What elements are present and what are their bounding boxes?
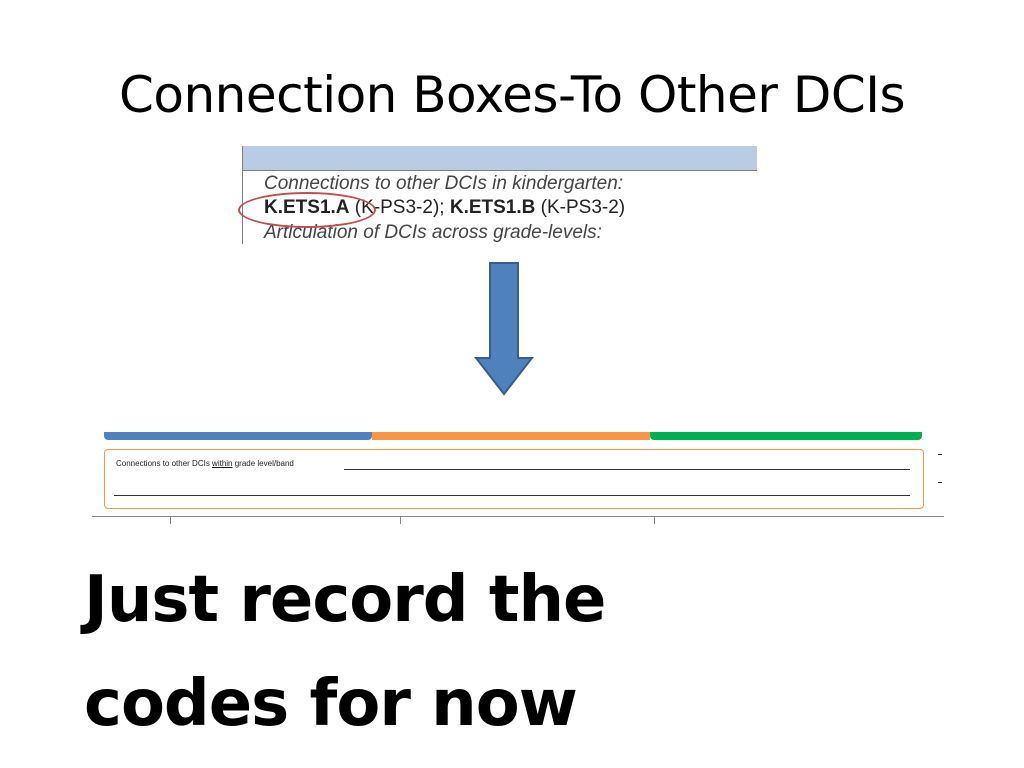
tagline: Just record the codes for now xyxy=(84,548,784,756)
orange-tab-bar xyxy=(372,432,650,440)
connections-box xyxy=(104,449,924,509)
connections-label: Connections to other DCIs within grade l… xyxy=(116,459,294,468)
margin-dash xyxy=(938,482,942,483)
down-arrow-icon xyxy=(474,262,534,396)
ref-1: (K-PS3-2); xyxy=(349,197,450,218)
slide-title: Connection Boxes-To Other DCIs xyxy=(118,66,906,124)
highlight-circle xyxy=(238,192,376,228)
cell-divider xyxy=(654,516,655,524)
green-tab-bar xyxy=(650,432,922,440)
cell-divider xyxy=(170,516,171,524)
header-band xyxy=(242,146,757,171)
connections-heading: Connections to other DCIs in kindergarte… xyxy=(264,173,624,194)
tagline-line-1: Just record the xyxy=(84,563,606,637)
code-ets1b: K.ETS1.B xyxy=(449,197,536,218)
standards-excerpt-top: Connections to other DCIs in kindergarte… xyxy=(222,146,757,244)
write-line-1 xyxy=(344,469,910,470)
next-row-border xyxy=(92,516,944,517)
write-line-2 xyxy=(114,495,910,496)
articulation-heading: Articulation of DCIs across grade-levels… xyxy=(264,222,602,243)
margin-dash xyxy=(938,454,942,455)
tagline-line-2: codes for now xyxy=(84,667,578,741)
blue-tab-bar xyxy=(104,432,372,440)
cell-divider xyxy=(400,516,401,524)
ref-2: (K-PS3-2) xyxy=(535,197,626,218)
worksheet-excerpt-bottom: Connections to other DCIs within grade l… xyxy=(92,432,944,524)
